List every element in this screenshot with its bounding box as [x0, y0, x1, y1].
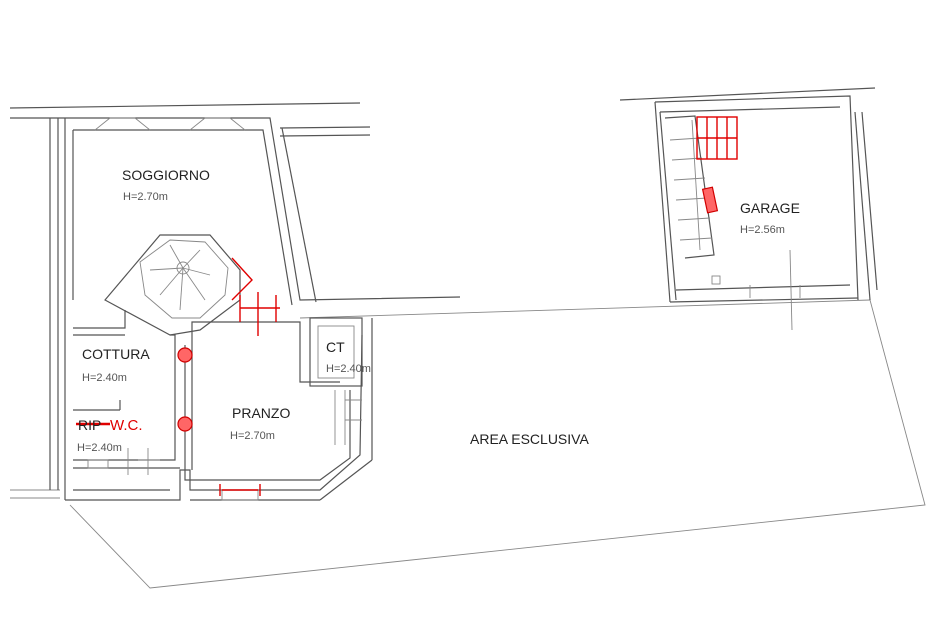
room-height-cottura: H=2.40m: [82, 372, 127, 384]
room-label-cottura: COTTURA: [82, 346, 150, 362]
area-esclusiva-boundary: [10, 299, 926, 589]
red-annotations: [76, 116, 738, 496]
room-height-pranzo: H=2.70m: [230, 430, 275, 442]
marker-dot: [177, 416, 193, 432]
room-label-rip: RIP: [78, 417, 101, 433]
room-label-area-esclusiva: AREA ESCLUSIVA: [470, 431, 589, 447]
garage-walls: [619, 87, 878, 331]
room-height-garage: H=2.56m: [740, 224, 785, 236]
marker-dot: [177, 347, 193, 363]
room-label-pranzo: PRANZO: [232, 405, 290, 421]
room-label-soggiorno: SOGGIORNO: [122, 167, 210, 183]
internal-walls: [73, 310, 363, 501]
room-height-ct: H=2.40m: [326, 363, 371, 375]
room-label-garage: GARAGE: [740, 200, 800, 216]
room-label-ct: CT: [326, 339, 345, 355]
room-height-rip: H=2.40m: [77, 442, 122, 454]
room-height-soggiorno: H=2.70m: [123, 191, 168, 203]
room-label-wc: W.C.: [110, 417, 143, 434]
spiral-staircase: [104, 234, 241, 336]
